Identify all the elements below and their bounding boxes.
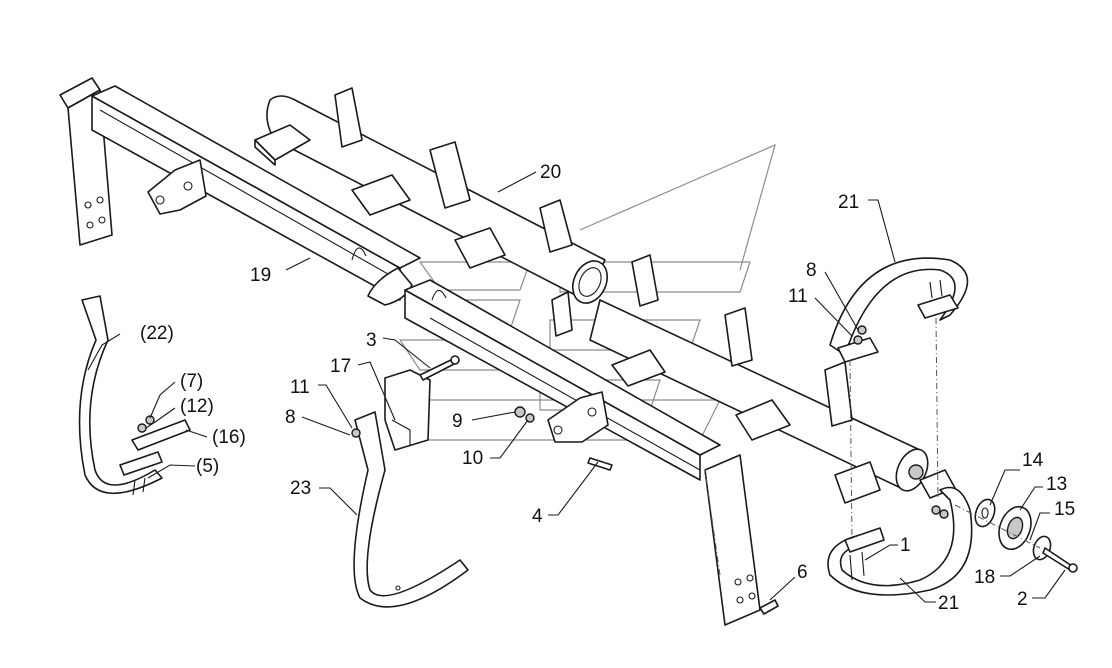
part-21-clamp-upper [829, 257, 969, 363]
callout-22: (22) [140, 323, 174, 344]
callout-14: 14 [1022, 450, 1044, 471]
callout-21-lower: 21 [938, 593, 959, 614]
callout-1: 1 [900, 535, 911, 556]
part-small-hardware [351, 406, 779, 615]
part-lower-beam [404, 279, 761, 626]
callout-21-upper: 21 [838, 192, 859, 213]
callout-19: 19 [250, 265, 271, 286]
leader-lines [87, 171, 1066, 603]
callout-9: 9 [452, 411, 463, 432]
callout-17: 17 [330, 356, 351, 377]
callout-4: 4 [532, 506, 543, 527]
alignment-lines [704, 317, 1041, 576]
part-22-tine [78, 295, 191, 496]
callout-13: 13 [1046, 474, 1067, 495]
callout-6: 6 [797, 562, 808, 583]
callout-labels: 20 19 21 8 11 (22) (7) (12) (16) (5) 3 1… [140, 162, 1075, 614]
callout-8-upper: 8 [806, 260, 817, 281]
callout-3: 3 [366, 330, 377, 351]
callout-2: 2 [1017, 589, 1028, 610]
callout-7: (7) [180, 371, 203, 392]
callout-11-lower: 11 [290, 377, 310, 398]
part-21-clamp-lower [827, 486, 973, 596]
callout-10: 10 [462, 448, 483, 469]
callout-12: (12) [180, 396, 214, 417]
part-17-bracket [384, 355, 460, 451]
part-rear-tube [589, 254, 956, 504]
callout-23: 23 [290, 478, 311, 499]
callout-20: 20 [540, 162, 561, 183]
part-23-tine [353, 411, 469, 608]
part-19-beam [59, 77, 421, 306]
callout-5: (5) [196, 456, 219, 477]
part-20-tube [254, 87, 609, 337]
callout-18: 18 [974, 567, 995, 588]
callout-8-lower: 8 [285, 407, 296, 428]
callout-11-upper: 11 [788, 286, 808, 307]
callout-16: (16) [212, 427, 246, 448]
callout-15: 15 [1054, 499, 1075, 520]
part-bearing-assembly [974, 498, 1078, 573]
